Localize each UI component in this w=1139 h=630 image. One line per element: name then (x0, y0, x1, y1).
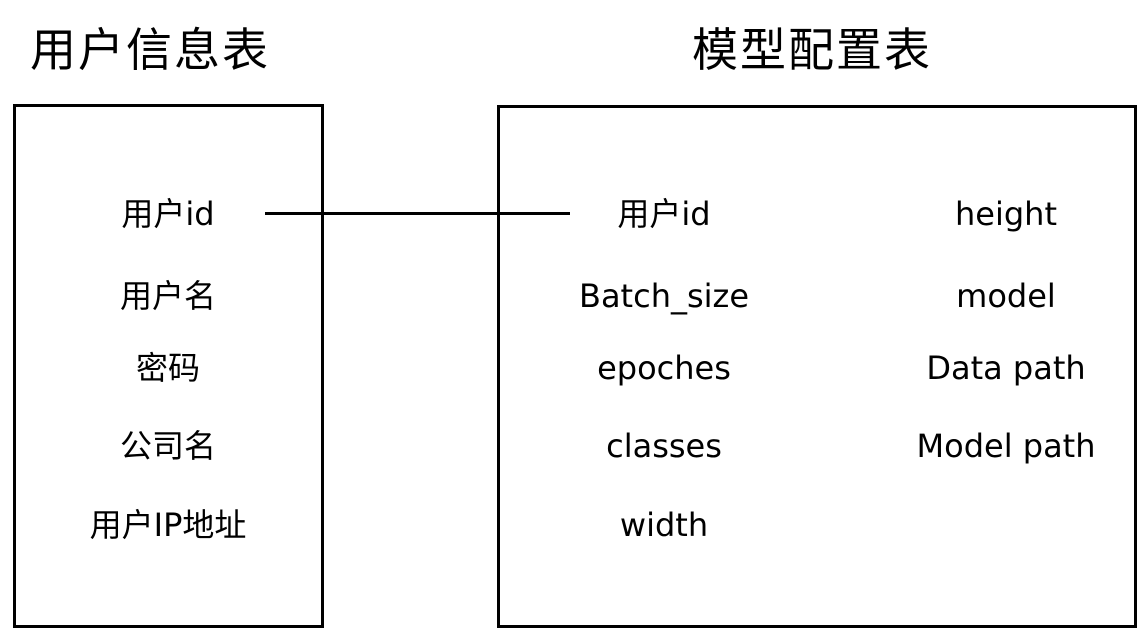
model-field-epoches: epoches (597, 349, 731, 387)
user-field-company: 公司名 (119, 427, 217, 465)
user-id-relation-line (265, 212, 570, 215)
user-field-user-id: 用户id (121, 195, 215, 233)
user-info-table (13, 104, 324, 628)
model-field-user-id: 用户id (617, 195, 711, 233)
model-field-height: height (955, 195, 1057, 233)
model-field-width: width (619, 506, 709, 544)
model-field-model-path: Model path (916, 427, 1096, 465)
user-field-username: 用户名 (119, 277, 217, 315)
model-field-model: model (956, 277, 1056, 315)
user-field-ip-address: 用户IP地址 (89, 506, 247, 544)
user-table-title: 用户信息表 (30, 23, 270, 77)
user-field-password: 密码 (135, 349, 201, 387)
model-field-batch-size: Batch_size (578, 277, 750, 315)
model-config-table (497, 105, 1137, 628)
model-field-classes: classes (606, 427, 722, 465)
model-table-title: 模型配置表 (692, 23, 932, 77)
model-field-data-path: Data path (926, 349, 1086, 387)
